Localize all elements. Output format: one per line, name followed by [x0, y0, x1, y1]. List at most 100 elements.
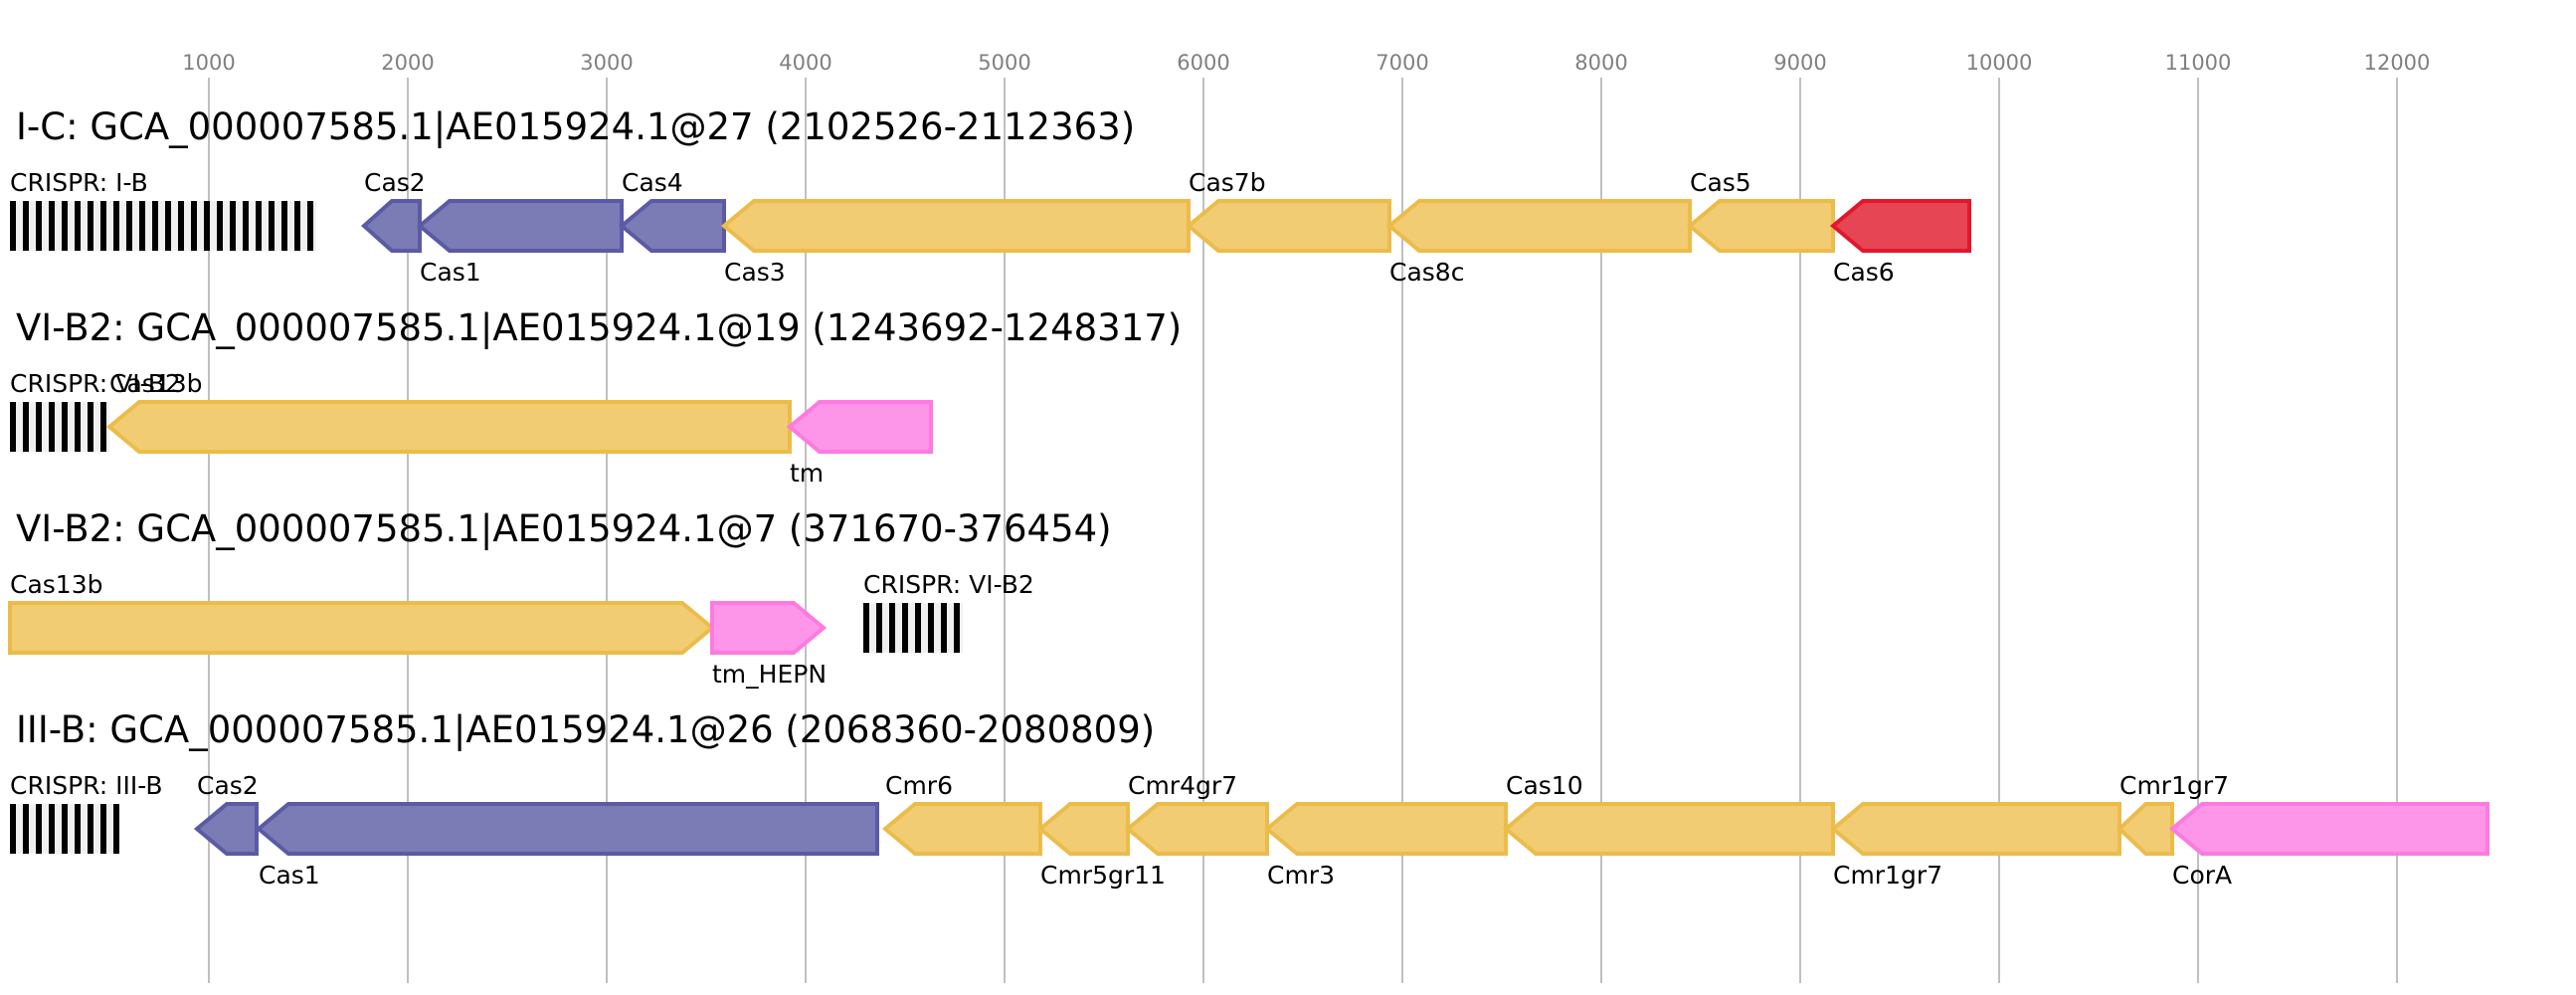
feature-label: Cmr5gr11 — [1040, 861, 1166, 890]
gene-arrow[interactable]: Cmr6 — [881, 771, 1042, 856]
crispr-repeat — [928, 603, 934, 653]
crispr-repeat — [902, 603, 908, 653]
crispr-repeat — [256, 201, 262, 251]
crispr-repeat — [876, 603, 882, 653]
gene-body — [1263, 802, 1508, 856]
crispr-repeat — [191, 201, 197, 251]
gene-body — [416, 199, 624, 253]
locus-title: I-C: GCA_000007585.1|AE015924.1@27 (2102… — [16, 105, 1135, 148]
locus-title: VI-B2: GCA_000007585.1|AE015924.1@7 (371… — [16, 507, 1112, 550]
locus-row: I-C: GCA_000007585.1|AE015924.1@27 (2102… — [10, 105, 1971, 287]
crispr-repeat — [269, 201, 275, 251]
gene-body — [1502, 802, 1835, 856]
gene-arrow[interactable]: Cas1 — [416, 199, 624, 287]
crispr-repeat — [139, 201, 145, 251]
gene-arrow[interactable]: Cas3 — [720, 199, 1191, 287]
crispr-array[interactable]: CRISPR: I-B — [10, 168, 316, 251]
crispr-repeat — [23, 201, 29, 251]
gene-arrow[interactable]: Cas2 — [193, 771, 259, 856]
gene-arrow[interactable]: Cmr5gr11 — [1036, 802, 1166, 890]
gene-body — [2168, 802, 2489, 856]
gene-arrow[interactable]: tm_HEPN — [710, 601, 828, 689]
crispr-repeat — [889, 603, 895, 653]
feature-label: tm — [790, 459, 824, 488]
axis-tick-label: 3000 — [580, 51, 633, 75]
gene-body — [1185, 199, 1391, 253]
gene-body — [881, 802, 1042, 856]
gene-body — [360, 199, 422, 253]
crispr-repeat — [88, 402, 93, 452]
gene-body — [710, 601, 828, 655]
axis-tick-label: 5000 — [978, 51, 1030, 75]
axis-tick-label: 8000 — [1574, 51, 1627, 75]
gene-arrow[interactable]: Cmr1gr7 — [2116, 771, 2229, 856]
axis-tick-label: 12000 — [2364, 51, 2431, 75]
crispr-repeat — [49, 402, 55, 452]
gene-arrow[interactable]: tm — [786, 400, 933, 488]
crispr-repeat — [113, 201, 119, 251]
gene-body — [786, 400, 933, 454]
gene-arrow[interactable]: Cmr1gr7 — [1829, 802, 2121, 890]
feature-label: Cas13b — [10, 570, 102, 599]
feature-label: Cmr1gr7 — [2119, 771, 2229, 800]
feature-label: CRISPR: VI-B2 — [10, 369, 181, 398]
gene-arrow[interactable]: Cas2 — [360, 168, 426, 253]
gene-arrow[interactable]: Cas6 — [1829, 199, 1971, 287]
feature-label: Cmr6 — [885, 771, 953, 800]
crispr-repeat — [23, 804, 29, 854]
crispr-repeat — [281, 201, 287, 251]
crispr-repeat — [49, 201, 55, 251]
crispr-repeat — [49, 804, 55, 854]
feature-label: CRISPR: III-B — [10, 771, 163, 800]
crispr-background — [10, 201, 316, 251]
crispr-repeat — [100, 201, 106, 251]
locus-row: III-B: GCA_000007585.1|AE015924.1@26 (20… — [10, 708, 2489, 890]
crispr-array[interactable]: CRISPR: VI-B2 — [10, 369, 181, 452]
gene-body — [1829, 199, 1971, 253]
axis-tick-label: 10000 — [1966, 51, 2033, 75]
gene-body — [1036, 802, 1130, 856]
gene-arrow[interactable]: Cas10 — [1502, 771, 1835, 856]
feature-label: Cas5 — [1690, 168, 1751, 197]
gene-body — [255, 802, 879, 856]
crispr-repeat — [915, 603, 921, 653]
axis-tick-label: 4000 — [779, 51, 831, 75]
feature-label: Cmr4gr7 — [1128, 771, 1237, 800]
crispr-repeat — [10, 402, 16, 452]
gene-arrow[interactable]: Cmr4gr7 — [1124, 771, 1269, 856]
feature-label: Cas6 — [1833, 258, 1895, 287]
feature-label: tm_HEPN — [712, 660, 827, 689]
crispr-array[interactable]: CRISPR: VI-B2 — [863, 570, 1034, 653]
gene-body — [1829, 802, 2121, 856]
crispr-repeat — [217, 201, 223, 251]
gene-arrow[interactable]: CorA — [2168, 802, 2489, 890]
gene-arrow[interactable]: Cas5 — [1686, 168, 1835, 253]
locus-title: VI-B2: GCA_000007585.1|AE015924.1@19 (12… — [16, 306, 1182, 349]
crispr-array[interactable]: CRISPR: III-B — [10, 771, 163, 854]
gene-arrow[interactable]: Cas4 — [618, 168, 726, 253]
loci: I-C: GCA_000007585.1|AE015924.1@27 (2102… — [8, 105, 2489, 890]
gene-arrow[interactable]: Cas1 — [255, 802, 879, 890]
axis-tick-label: 7000 — [1376, 51, 1428, 75]
locus-title: III-B: GCA_000007585.1|AE015924.1@26 (20… — [16, 708, 1155, 751]
crispr-repeat — [100, 804, 106, 854]
feature-label: Cas10 — [1506, 771, 1583, 800]
gene-body — [1686, 199, 1835, 253]
gene-body — [1124, 802, 1269, 856]
feature-label: CRISPR: VI-B2 — [863, 570, 1034, 599]
gene-arrow[interactable]: Cmr3 — [1263, 802, 1508, 890]
crispr-repeat — [204, 201, 210, 251]
gene-arrow[interactable]: Cas7b — [1185, 168, 1391, 253]
axis-tick-label: 6000 — [1177, 51, 1229, 75]
feature-label: Cas2 — [197, 771, 259, 800]
crispr-repeat — [113, 804, 119, 854]
crispr-repeat — [75, 402, 81, 452]
feature-label: Cas1 — [420, 258, 481, 287]
gene-arrow[interactable]: Cas13b — [8, 570, 716, 655]
gene-body — [618, 199, 726, 253]
gene-arrow[interactable]: Cas8c — [1385, 199, 1692, 287]
feature-label: Cas13b — [109, 369, 202, 398]
feature-label: Cas1 — [259, 861, 320, 890]
gene-arrow[interactable]: Cas13b — [105, 369, 792, 454]
